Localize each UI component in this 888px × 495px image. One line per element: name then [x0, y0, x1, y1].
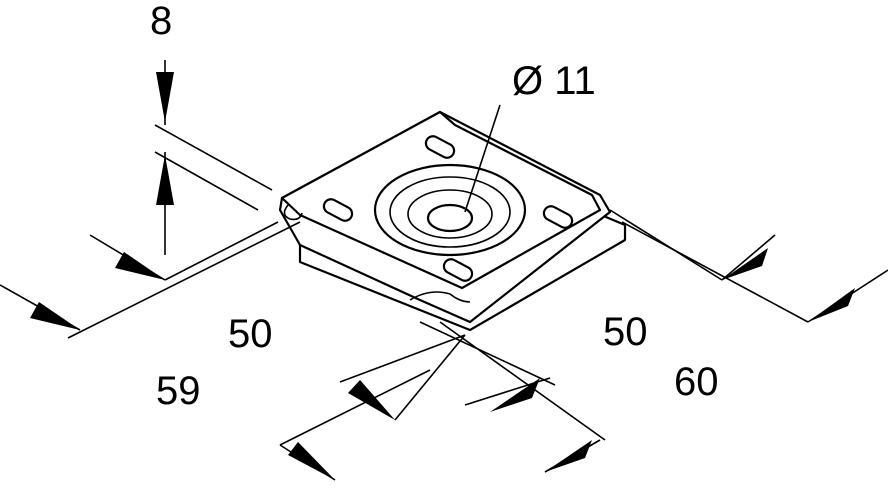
arrow-icon [808, 288, 855, 322]
arrow-down-icon [156, 72, 174, 122]
thickness-label: 8 [150, 0, 172, 43]
arrow-icon [722, 248, 768, 280]
arrowheads [30, 72, 855, 480]
arrow-icon [348, 380, 395, 420]
arrow-icon [115, 252, 165, 280]
slot-top [424, 135, 456, 159]
hole-diameter-label: Ø 11 [512, 59, 596, 103]
slot-right [542, 205, 574, 229]
slot-bottom [442, 258, 474, 282]
slot-left [322, 198, 354, 222]
arrow-icon [545, 440, 592, 472]
arrow-icon [30, 302, 80, 330]
arrow-icon [288, 442, 335, 480]
arrow-up-icon [156, 155, 174, 205]
mounting-plate [278, 110, 627, 332]
arrow-icon [490, 378, 540, 412]
width-inner-left-label: 50 [228, 312, 273, 356]
width-inner-right-label: 50 [603, 310, 648, 354]
width-outer-left-label: 59 [156, 369, 201, 413]
width-outer-right-label: 60 [674, 360, 719, 404]
